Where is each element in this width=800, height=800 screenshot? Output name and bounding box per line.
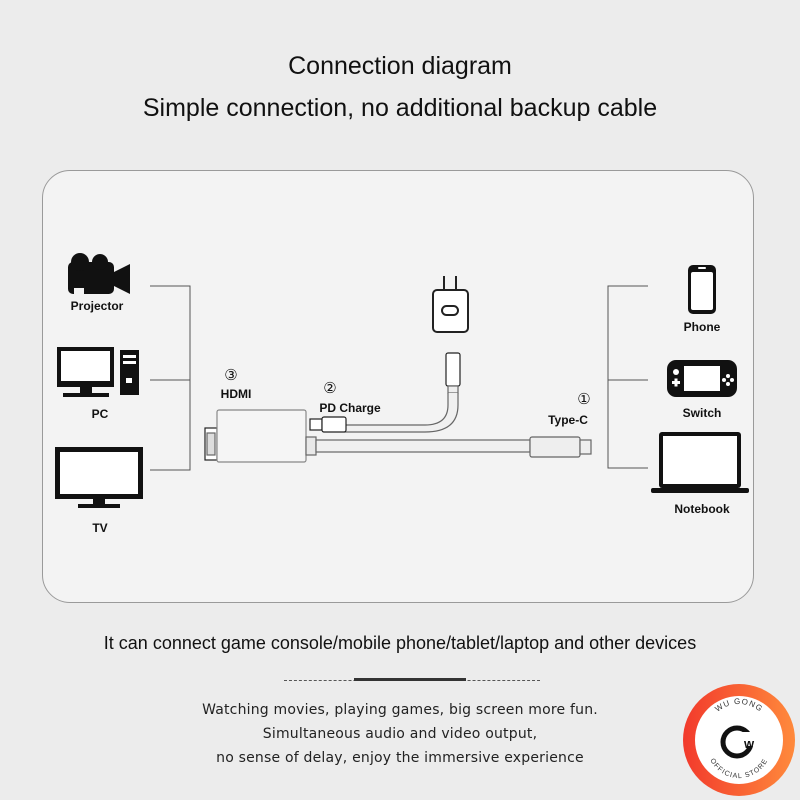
adapter-cable	[204, 352, 592, 463]
charger-icon	[432, 276, 469, 333]
output-label-pc: PC	[91, 407, 109, 421]
port-label-pd-charge: PD Charge	[319, 401, 381, 415]
port-label-typec: Type-C	[548, 413, 588, 427]
input-label-phone: Phone	[683, 320, 721, 334]
input-label-switch: Switch	[682, 406, 722, 420]
projector-icon	[68, 253, 130, 294]
output-label-tv: TV	[92, 521, 108, 535]
bracket-lines	[150, 285, 648, 471]
svg-text:w: w	[743, 736, 755, 751]
footer-line-3: no sense of delay, enjoy the immersive e…	[216, 750, 584, 766]
diagram-panel	[42, 170, 754, 603]
output-label-projector: Projector	[70, 299, 124, 313]
footer-headline: It can connect game console/mobile phone…	[103, 633, 697, 653]
store-logo-icon: w WU GONG OFFICIAL STORE	[708, 697, 769, 781]
page-subtitle: Simple connection, no additional backup …	[142, 94, 658, 122]
laptop-icon	[651, 432, 749, 493]
store-badge: w WU GONG OFFICIAL STORE	[683, 684, 795, 796]
tv-icon	[55, 447, 143, 508]
input-label-notebook: Notebook	[674, 502, 730, 516]
svg-text:OFFICIAL STORE: OFFICIAL STORE	[708, 758, 769, 781]
port-number-2: ②	[323, 380, 337, 397]
divider-accent	[354, 678, 466, 681]
page-title: Connection diagram	[288, 52, 512, 80]
pc-icon	[57, 347, 139, 397]
port-number-1: ①	[577, 391, 591, 408]
footer-line-1: Watching movies, playing games, big scre…	[202, 702, 598, 718]
game-console-icon	[667, 360, 737, 397]
port-number-3: ③	[224, 367, 238, 384]
footer-line-2: Simultaneous audio and video output,	[262, 726, 538, 742]
port-label-hdmi: HDMI	[220, 387, 252, 401]
svg-text:WU GONG: WU GONG	[713, 697, 764, 714]
phone-icon	[688, 265, 716, 314]
